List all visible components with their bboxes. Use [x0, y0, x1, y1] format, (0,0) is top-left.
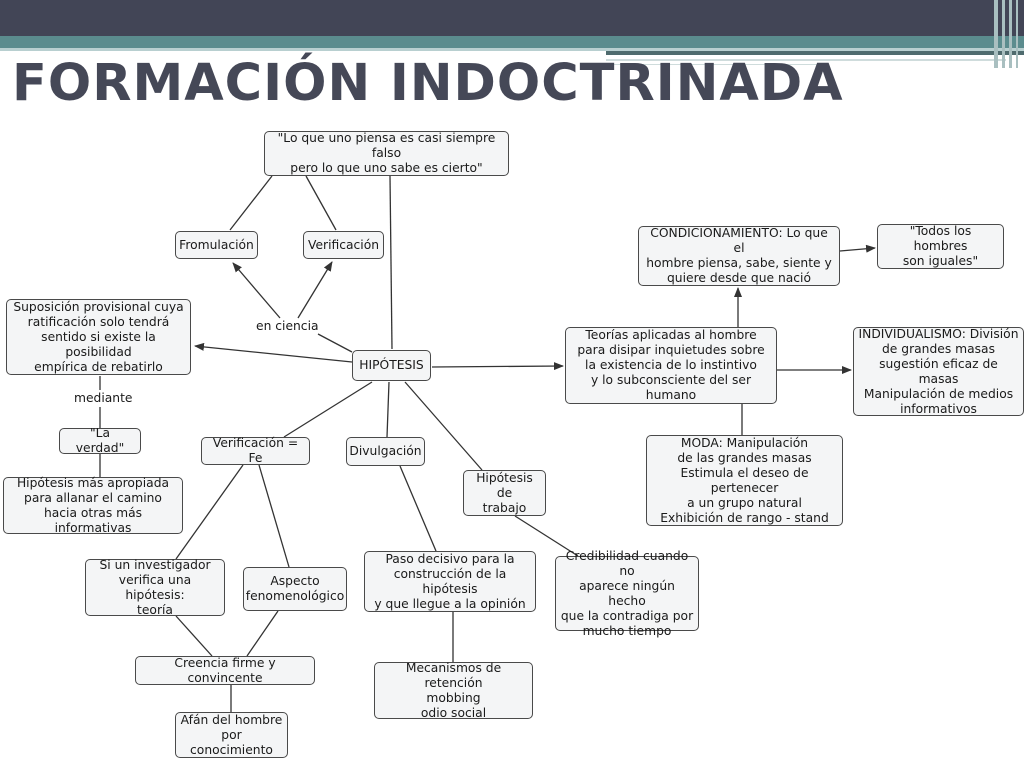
node-quote: "Lo que uno piensa es casi siempre falso…: [264, 131, 509, 176]
header-rule-short: [606, 64, 826, 65]
link-hipotesis-divulgacion: [386, 381, 390, 438]
node-paso-decisivo: Paso decisivo para la construcción de la…: [364, 551, 536, 612]
link-quote-formulacion: [229, 175, 273, 231]
link-quote-verificacion: [305, 175, 337, 231]
corner-stripe: [1009, 0, 1012, 68]
link-hipotesis-trabajo: [404, 381, 483, 471]
node-individualismo: INDIVIDUALISMO: División de grandes masa…: [853, 327, 1024, 416]
link-aspecto-creencia: [246, 610, 279, 657]
node-credibilidad: Credibilidad cuando no aparece ningún he…: [555, 549, 699, 638]
corner-stripe: [1016, 0, 1018, 68]
node-mecanismos: Mecanismos de retención mobbing odio soc…: [374, 661, 533, 720]
node-verificacion-fe: Verificación = Fe: [201, 436, 310, 465]
header-light-line: [0, 48, 1024, 51]
link-hipotesis-suposicion: [194, 342, 353, 363]
link-hipotesis-teorias: [431, 362, 564, 371]
link-hipotesis-verfe: [283, 381, 373, 438]
node-hipotesis-trabajo: Hipótesis de trabajo: [463, 470, 546, 516]
node-afan: Afán del hombre por conocimiento: [175, 712, 288, 758]
node-formulacion: Fromulación: [175, 231, 258, 259]
node-hipotesis-apropiada: Hipótesis más apropiada para allanar el …: [3, 476, 183, 535]
header-dark-bar: [0, 0, 1024, 36]
link-condicionamiento-iguales: [839, 244, 876, 253]
link-quote-hipotesis: [389, 175, 393, 350]
corner-stripe: [1002, 0, 1005, 68]
page-title: FORMACIÓN INDOCTRINADA: [12, 54, 844, 113]
link-enciencia-formulacion: [232, 262, 281, 319]
header-teal-bar: [0, 36, 1024, 48]
node-la-verdad: "La verdad": [59, 426, 141, 455]
header-rule: [606, 51, 1024, 55]
node-divulgacion: Divulgación: [346, 437, 425, 466]
corner-stripe: [994, 0, 998, 68]
node-teorias: Teorías aplicadas al hombre para disipar…: [565, 327, 777, 404]
link-label-en-ciencia: en ciencia: [254, 319, 321, 333]
node-investigador: Si un investigador verifica una hipótesi…: [85, 558, 225, 617]
link-verfe-aspecto: [258, 464, 290, 568]
node-hipotesis: HIPÓTESIS: [352, 350, 431, 381]
link-label-mediante: mediante: [72, 391, 135, 405]
header-rule-light: [606, 59, 1006, 61]
link-trabajo-credibilidad: [514, 515, 579, 557]
link-verfe-investigador: [175, 464, 244, 560]
node-creencia: Creencia firme y convincente: [135, 656, 315, 685]
link-investigador-creencia: [175, 615, 213, 657]
node-verificacion: Verificación: [303, 231, 384, 259]
node-todos-iguales: "Todos los hombres son iguales": [877, 224, 1004, 269]
node-aspecto: Aspecto fenomenológico: [243, 567, 347, 611]
node-moda: MODA: Manipulación de las grandes masas …: [646, 435, 843, 526]
link-hipotesis-enciencia: [317, 333, 353, 353]
node-suposicion: Suposición provisional cuya ratificación…: [6, 299, 191, 375]
link-divulgacion-paso: [399, 465, 437, 552]
link-enciencia-verificacion: [297, 261, 333, 319]
node-condicionamiento: CONDICIONAMIENTO: Lo que el hombre piens…: [638, 226, 840, 286]
